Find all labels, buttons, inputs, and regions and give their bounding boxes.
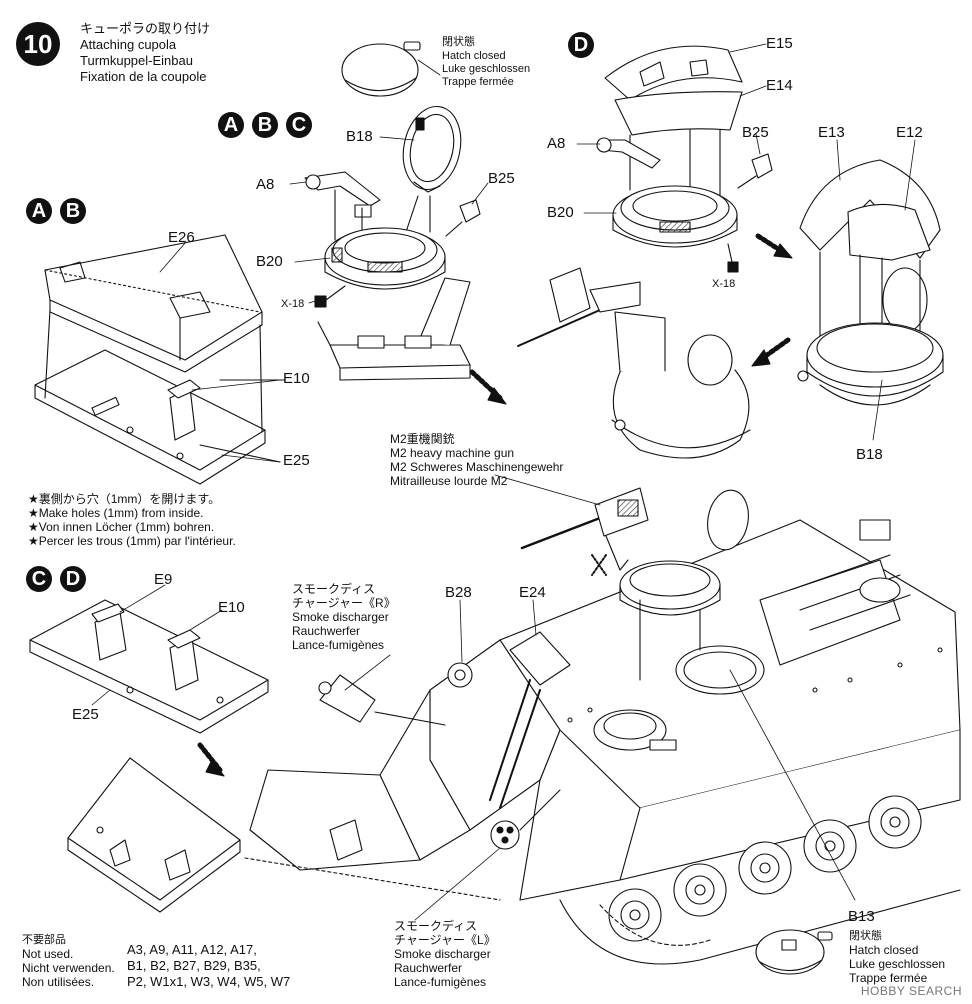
step-title-de: Turmkuppel-Einbau — [80, 53, 193, 68]
variant-badge-d: D — [60, 566, 86, 592]
variant-badge-d: D — [568, 32, 594, 58]
cupola-cover-drawing — [797, 159, 944, 406]
part-label-b20: B20 — [256, 253, 283, 270]
part-label-e26: E26 — [168, 229, 195, 246]
m2-gun-de: M2 Schweres Maschinengewehr — [390, 460, 564, 474]
hatch-closed-bottom-en: Hatch closed — [849, 943, 919, 957]
part-label-a8: A8 — [256, 176, 275, 193]
part-label-b20-d: B20 — [547, 204, 574, 221]
leader-lines — [91, 43, 916, 921]
m2-gun-fr: Mitrailleuse lourde M2 — [390, 474, 508, 488]
part-label-e13: E13 — [818, 124, 845, 141]
smoke-l-jp1: スモークディス — [394, 919, 478, 933]
part-label-e25: E25 — [283, 452, 310, 469]
not-used-jp: 不要部品 — [22, 934, 66, 946]
smoke-l-jp2: チャージャー《L》 — [394, 933, 496, 947]
variant-badge-b: B — [252, 112, 278, 138]
part-label-b25: B25 — [488, 170, 515, 187]
smoke-r-de: Rauchwerfer — [292, 624, 361, 638]
m2-gun-jp: M2重機関銃 — [390, 432, 455, 446]
part-label-b13: B13 — [848, 908, 875, 925]
holes-note-jp: ★裏側から穴（1mm）を開けます。 — [28, 492, 221, 506]
not-used-parts-line-3: P2, W1x1, W3, W4, W5, W7 — [127, 974, 291, 989]
not-used-en: Not used. — [22, 947, 74, 961]
part-label-x18: X-18 — [281, 298, 305, 310]
variant-badge-c: C — [26, 566, 52, 592]
step-title-en: Attaching cupola — [80, 37, 177, 52]
part-label-e24: E24 — [519, 584, 546, 601]
not-used-de: Nicht verwenden. — [22, 961, 115, 975]
variant-badge-c: C — [286, 112, 312, 138]
part-label-b18: B18 — [346, 128, 373, 145]
smoke-r-jp2: チャージャー《R》 — [292, 596, 396, 610]
part-label-e25-cd: E25 — [72, 706, 99, 723]
smoke-r-en: Smoke discharger — [292, 610, 389, 624]
not-used-parts-line-2: B1, B2, B27, B29, B35, — [127, 958, 261, 973]
part-label-b25-d: B25 — [742, 124, 769, 141]
watermark: HOBBY SEARCH — [860, 984, 962, 998]
part-label-e10-cd: E10 — [218, 599, 245, 616]
holes-note-en: ★Make holes (1mm) from inside. — [28, 506, 204, 520]
part-label-e12: E12 — [896, 124, 923, 141]
part-label-b28: B28 — [445, 584, 472, 601]
part-label-e15: E15 — [766, 35, 793, 52]
cupola-abc-drawing — [304, 105, 481, 381]
part-label-x18-d: X-18 — [712, 278, 736, 290]
hatch-closed-top-fr: Trappe fermée — [442, 76, 514, 88]
smoke-r-jp1: スモークディス — [292, 582, 376, 596]
part-label-a8-d: A8 — [547, 135, 566, 152]
smoke-l-de: Rauchwerfer — [394, 961, 463, 975]
hatch-closed-top-de: Luke geschlossen — [442, 63, 531, 75]
step-number-badge: 10 — [16, 22, 60, 66]
variant-badge-b: B — [60, 198, 86, 224]
plate-cd-drawing — [29, 599, 269, 913]
m2-gun-en: M2 heavy machine gun — [390, 446, 515, 460]
vehicle-hull-drawing — [244, 487, 961, 965]
variant-badge-a: A — [218, 112, 244, 138]
smoke-l-en: Smoke discharger — [394, 947, 491, 961]
smoke-r-fr: Lance-fumigènes — [292, 638, 385, 652]
not-used-parts-line-1: A3, A9, A11, A12, A17, — [127, 942, 257, 957]
plate-ab-drawing — [34, 234, 286, 485]
part-label-e14: E14 — [766, 77, 793, 94]
step-title-fr: Fixation de la coupole — [80, 69, 207, 84]
part-label-b18-d: B18 — [856, 446, 883, 463]
part-label-e10: E10 — [283, 370, 310, 387]
hatch-closed-bottom-fr: Trappe fermée — [849, 971, 928, 985]
holes-note-fr: ★Percer les trous (1mm) par l'intérieur. — [28, 534, 236, 548]
hatch-closed-top-jp: 閉状態 — [442, 36, 475, 48]
closed-hatch-bottom-drawing — [755, 929, 833, 975]
variant-badge-a: A — [26, 198, 52, 224]
cupola-d-drawing — [517, 45, 793, 459]
hatch-closed-bottom-jp: 閉状態 — [849, 930, 882, 942]
closed-hatch-top-drawing — [341, 41, 421, 97]
step-title-jp: キューポラの取り付け — [80, 21, 211, 36]
smoke-l-fr: Lance-fumigènes — [394, 975, 487, 989]
holes-note-de: ★Von innen Löcher (1mm) bohren. — [28, 520, 215, 534]
not-used-fr: Non utilisées. — [22, 975, 95, 989]
hatch-closed-top-en: Hatch closed — [442, 50, 506, 62]
hatch-closed-bottom-de: Luke geschlossen — [849, 957, 946, 971]
part-label-e9: E9 — [154, 571, 173, 588]
